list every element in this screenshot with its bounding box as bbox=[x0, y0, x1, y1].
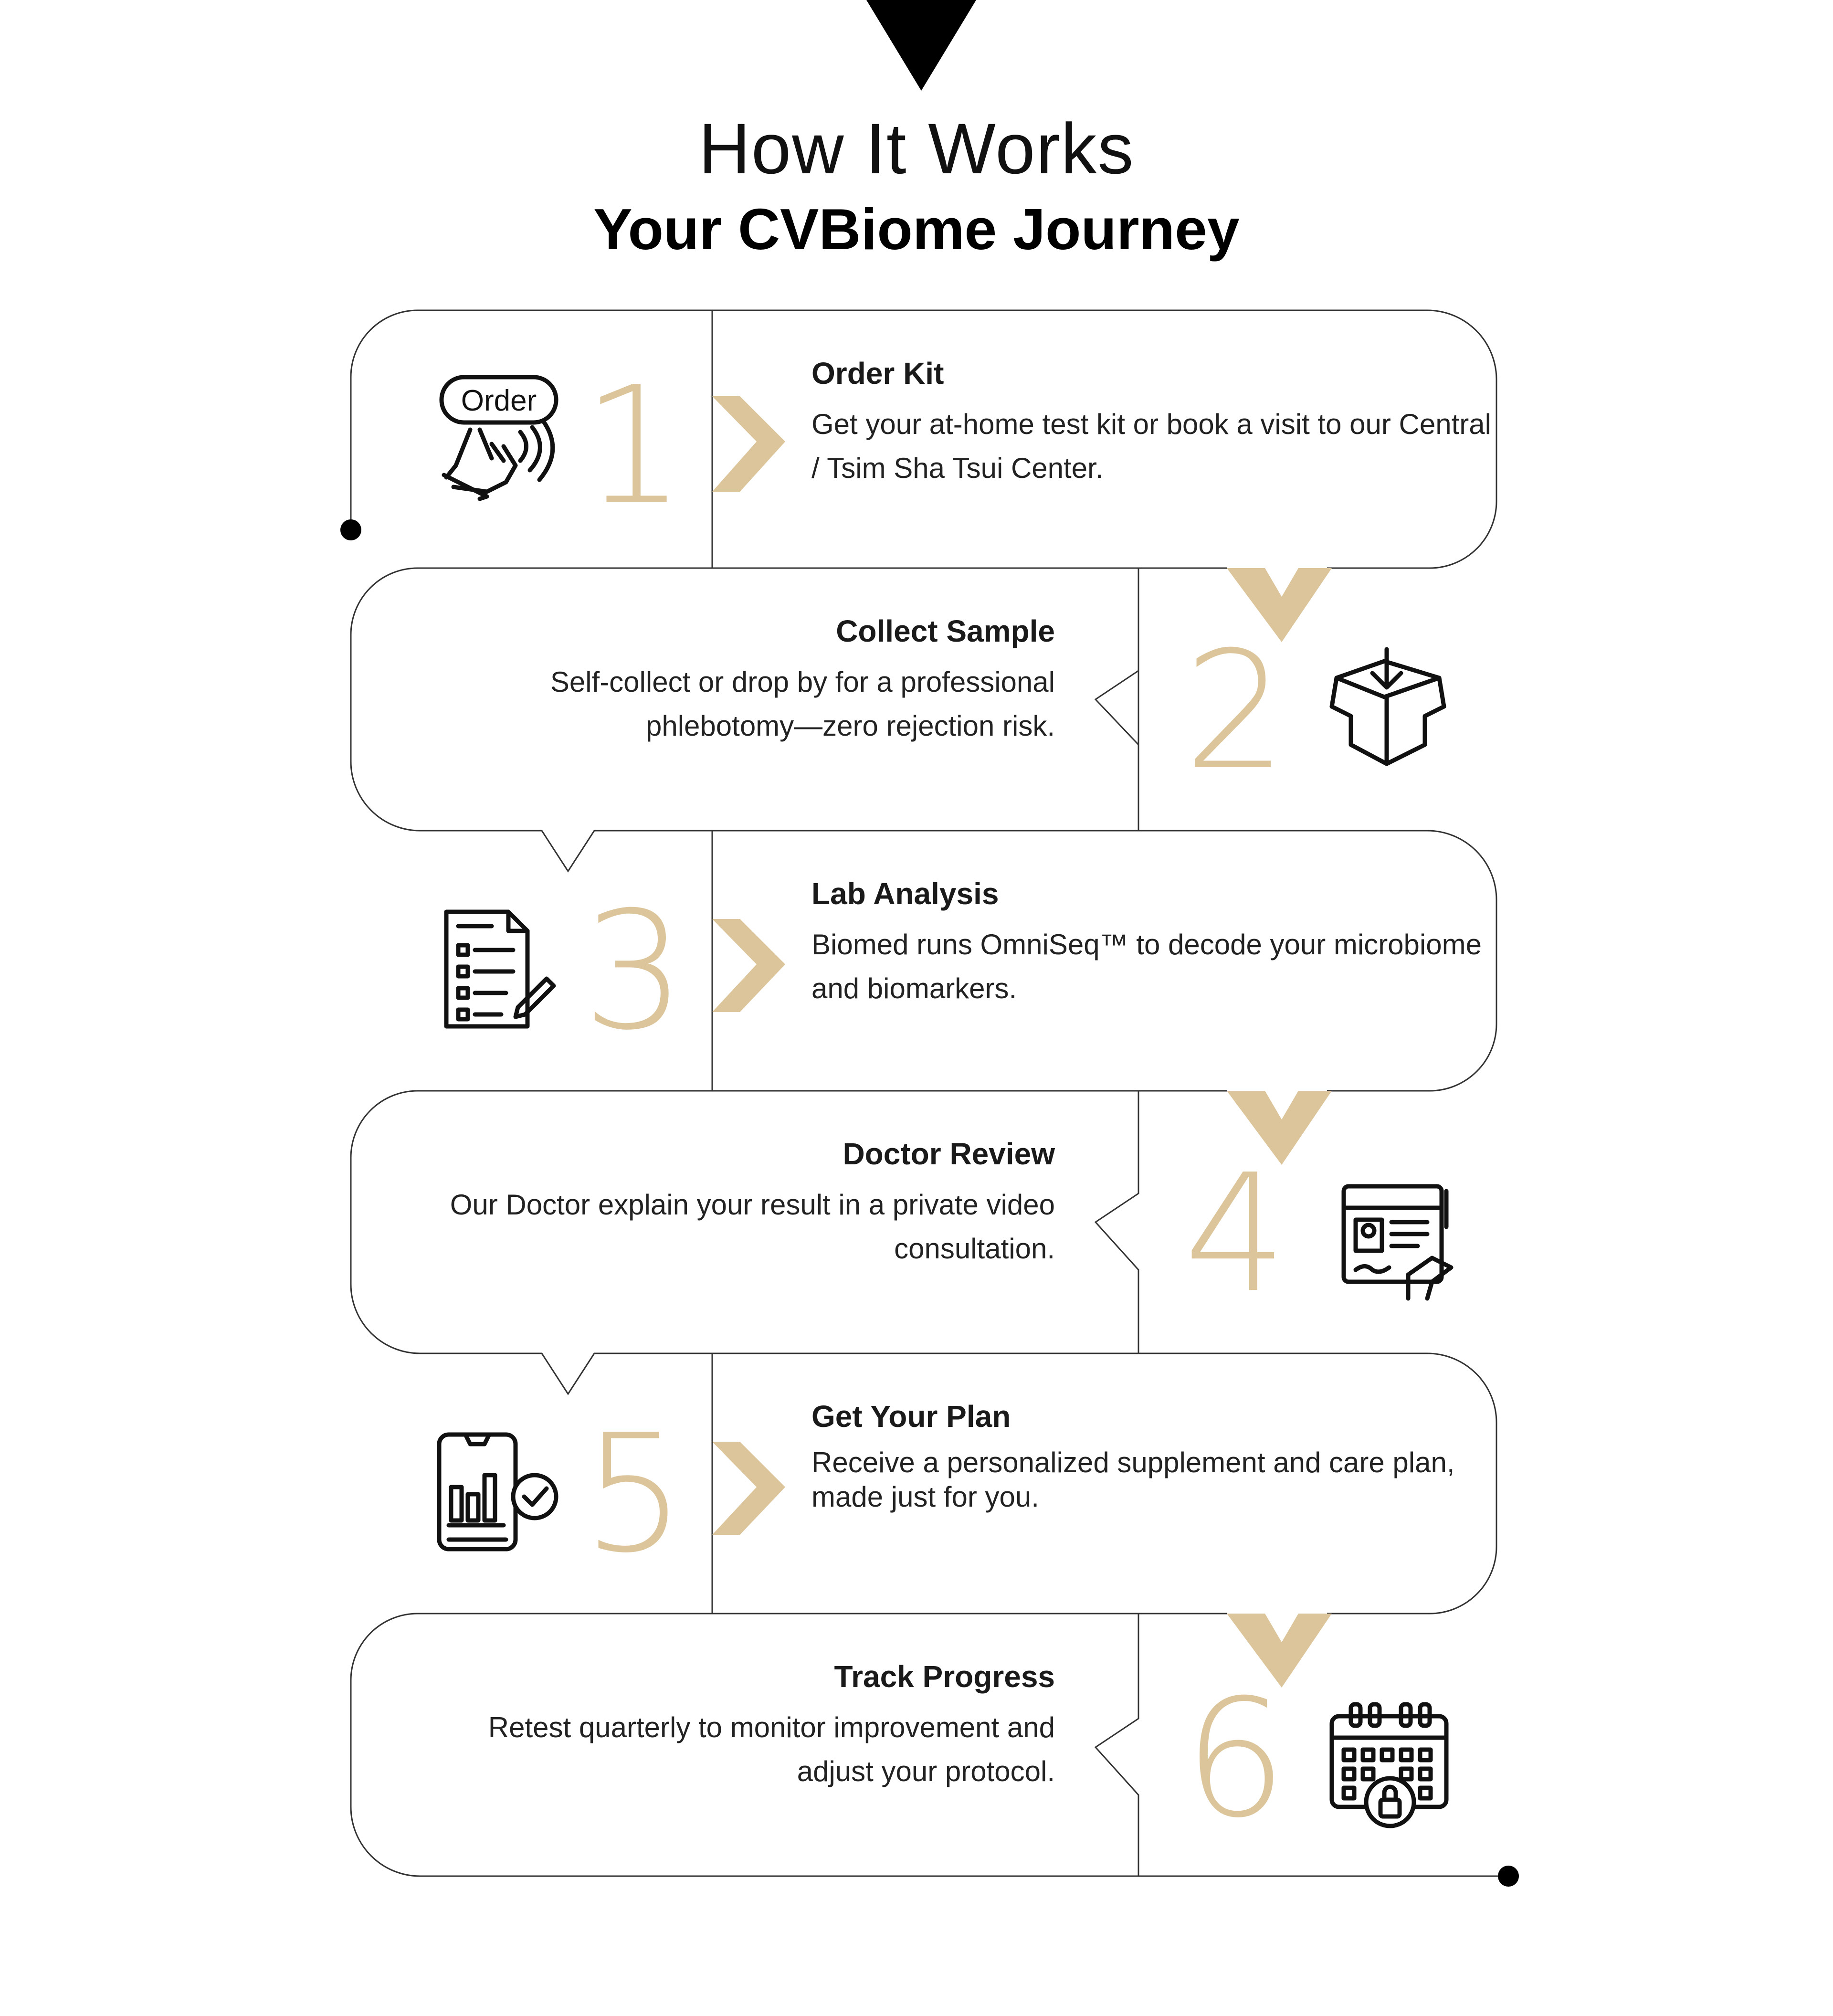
box-download-icon bbox=[1329, 647, 1446, 766]
step-4-description: Our Doctor explain your result in a priv… bbox=[450, 1189, 1055, 1265]
step-1-title: Order Kit bbox=[811, 356, 944, 391]
step-1-description: Get your at-home test kit or book a visi… bbox=[811, 408, 1491, 484]
step-4: Doctor Review Our Doctor explain your re… bbox=[358, 1136, 1055, 1271]
step-3-description: Biomed runs OmniSeq™ to decode your micr… bbox=[811, 929, 1482, 1004]
chevron-right-1 bbox=[712, 396, 785, 492]
order-icon-label: Order bbox=[461, 384, 537, 417]
page-title: How It Works bbox=[698, 108, 1135, 189]
step-number-1: 1 bbox=[582, 352, 686, 541]
chevron-down-4 bbox=[1227, 1091, 1332, 1165]
step-number-2: 2 bbox=[1184, 617, 1287, 806]
end-dot bbox=[1498, 1866, 1519, 1887]
step-6-description: Retest quarterly to monitor improvement … bbox=[488, 1711, 1055, 1787]
step-5-description: Receive a personalized supplement and ca… bbox=[811, 1446, 1455, 1513]
chevron-down-2 bbox=[1227, 568, 1332, 642]
calendar-lock-icon bbox=[1329, 1702, 1449, 1828]
row-2-outline bbox=[350, 567, 1227, 873]
row-5-outline bbox=[350, 1352, 1497, 1877]
step-2-title: Collect Sample bbox=[836, 614, 1055, 648]
step-number-5: 5 bbox=[582, 1400, 686, 1589]
accent-chevrons bbox=[712, 396, 1332, 1688]
chevron-right-3 bbox=[712, 919, 785, 1012]
step-3-title: Lab Analysis bbox=[811, 876, 999, 911]
step-2-description: Self-collect or drop by for a profession… bbox=[550, 666, 1055, 742]
step-1: Order Kit Get your at-home test kit or b… bbox=[811, 356, 1504, 490]
step-5-title: Get Your Plan bbox=[811, 1399, 1011, 1434]
start-dot bbox=[340, 519, 361, 540]
step-number-6: 6 bbox=[1184, 1665, 1287, 1854]
row-3-outline bbox=[350, 830, 1497, 1395]
chevron-right-5 bbox=[712, 1442, 785, 1535]
order-hand-icon: Order bbox=[439, 375, 558, 501]
row-1-outline bbox=[350, 309, 1497, 569]
step-2: Collect Sample Self-collect or drop by f… bbox=[358, 613, 1055, 748]
step-number-4: 4 bbox=[1184, 1140, 1287, 1329]
step-number-3: 3 bbox=[582, 877, 686, 1066]
document-checklist-icon bbox=[444, 909, 556, 1029]
step-5: Get Your Plan Receive a personalized sup… bbox=[811, 1399, 1504, 1514]
step-4-title: Doctor Review bbox=[843, 1137, 1055, 1171]
page-subtitle: Your CVBiome Journey bbox=[593, 197, 1240, 262]
step-6: Track Progress Retest quarterly to monit… bbox=[358, 1659, 1055, 1794]
doctor-profile-sign-icon bbox=[1341, 1184, 1454, 1301]
step-6-title: Track Progress bbox=[834, 1659, 1055, 1694]
phone-chart-check-icon bbox=[437, 1432, 558, 1552]
step-3: Lab Analysis Biomed runs OmniSeq™ to dec… bbox=[811, 876, 1504, 1011]
top-triangle-marker bbox=[866, 0, 976, 91]
chevron-down-6 bbox=[1227, 1614, 1332, 1688]
